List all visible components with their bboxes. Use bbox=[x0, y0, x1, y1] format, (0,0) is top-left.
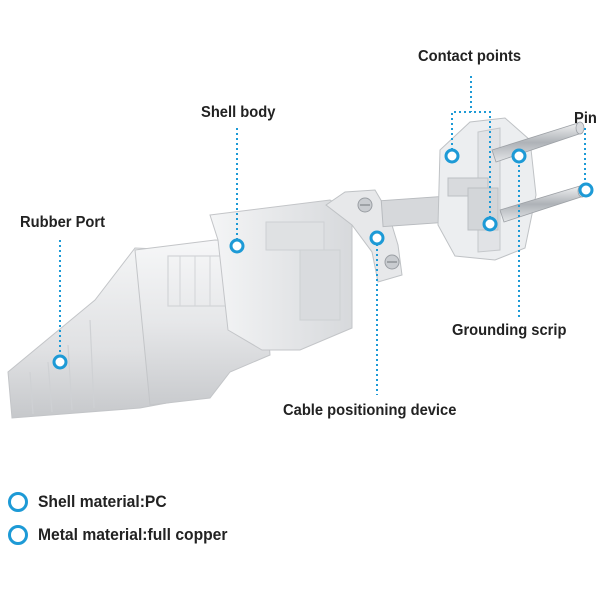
marker-rubber-port bbox=[52, 354, 68, 370]
label-pin: Pin bbox=[574, 110, 597, 127]
marker-grounding-scrip bbox=[511, 148, 527, 164]
label-rubber-port: Rubber Port bbox=[20, 214, 106, 231]
marker-contact-left bbox=[444, 148, 460, 164]
marker-pin bbox=[578, 182, 594, 198]
label-contact-points: Contact points bbox=[418, 48, 522, 65]
marker-cable-positioning bbox=[369, 230, 385, 246]
label-cable-positioning-device: Cable positioning device bbox=[283, 402, 457, 419]
legend-ring-icon bbox=[8, 525, 28, 545]
legend-ring-icon bbox=[8, 492, 28, 512]
legend-text: Metal material:full copper bbox=[38, 525, 228, 544]
marker-contact-right bbox=[482, 216, 498, 232]
shell-body-shape bbox=[134, 199, 353, 406]
label-grounding-scrip: Grounding scrip bbox=[452, 322, 567, 339]
legend-item-metal-material: Metal material:full copper bbox=[8, 525, 244, 545]
label-shell-body: Shell body bbox=[201, 104, 276, 121]
marker-rings bbox=[52, 148, 594, 370]
marker-shell-body bbox=[229, 238, 245, 254]
legend-text: Shell material:PC bbox=[38, 492, 167, 511]
leader-lines bbox=[59, 76, 586, 395]
legend-item-shell-material: Shell material:PC bbox=[8, 492, 178, 512]
